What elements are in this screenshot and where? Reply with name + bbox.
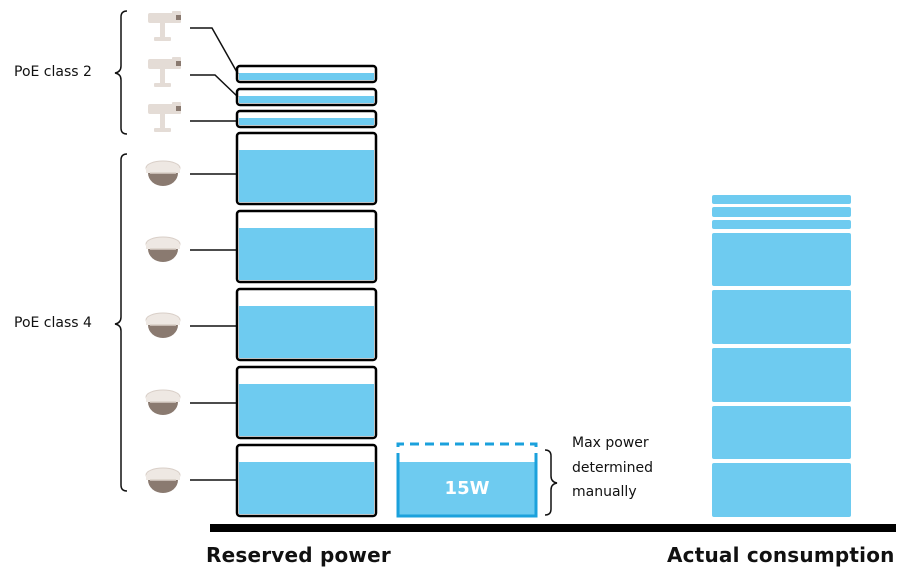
reserved-block-outline (235, 87, 378, 107)
reserved-block-fill (239, 73, 374, 80)
reserved-block (235, 87, 378, 107)
reserved-block (235, 287, 378, 362)
class4-brace (114, 153, 128, 492)
actual-consumption-block (712, 207, 851, 217)
bullet-camera-icon (148, 11, 181, 41)
reserved-block-outline (235, 64, 378, 84)
reserved-block-fill (239, 384, 374, 436)
reserved-block (235, 131, 378, 206)
note-line-3: manually (572, 484, 637, 500)
reserved-block-fill (239, 228, 374, 280)
actual-consumption-block (712, 195, 851, 204)
bullet-camera-icon (148, 102, 181, 132)
reserved-block (235, 365, 378, 440)
poe-class4-label: PoE class 4 (14, 315, 92, 331)
note-line-2: determined (572, 460, 654, 476)
reserved-block (235, 443, 378, 518)
reserved-power-stack (235, 64, 378, 518)
class2-brace (114, 10, 128, 135)
reserved-block-outline (235, 443, 378, 518)
manual-block-label: 15W (444, 478, 490, 499)
reserved-block-outline (235, 365, 378, 440)
bullet-camera-icon (148, 57, 181, 87)
actual-consumption-block (712, 463, 851, 517)
note-brace (544, 449, 558, 516)
manual-block-dashed-outline (396, 442, 538, 462)
manual-power-block (396, 442, 538, 518)
actual-consumption-block (712, 220, 851, 229)
actual-consumption-block (712, 406, 851, 459)
leader-line (190, 74, 239, 98)
actual-consumption-block (712, 348, 851, 402)
actual-consumption-block (712, 290, 851, 344)
dome-camera-icon (145, 312, 181, 338)
actual-consumption-stack (712, 195, 851, 517)
reserved-block-fill (239, 306, 374, 358)
baseline (210, 524, 896, 532)
reserved-block-fill (239, 150, 374, 202)
reserved-block-outline (235, 287, 378, 362)
note-line-1: Max power (572, 435, 649, 451)
dome-camera-icon (145, 467, 181, 493)
actual-consumption-label: Actual consumption (667, 543, 895, 567)
reserved-block (235, 109, 378, 129)
reserved-block (235, 209, 378, 284)
reserved-power-label: Reserved power (206, 543, 391, 567)
reserved-block (235, 64, 378, 84)
reserved-block-fill (239, 462, 374, 514)
dome-camera-icon (145, 389, 181, 415)
dome-camera-icon (145, 236, 181, 262)
reserved-block-fill (239, 96, 374, 103)
reserved-block-outline (235, 109, 378, 129)
leader-line (190, 27, 239, 75)
dome-camera-icon (145, 160, 181, 186)
actual-consumption-block (712, 233, 851, 286)
reserved-block-outline (235, 209, 378, 284)
manual-block-solid-outline (396, 462, 538, 518)
reserved-block-fill (239, 118, 374, 125)
reserved-block-outline (235, 131, 378, 206)
poe-class2-label: PoE class 2 (14, 64, 92, 80)
